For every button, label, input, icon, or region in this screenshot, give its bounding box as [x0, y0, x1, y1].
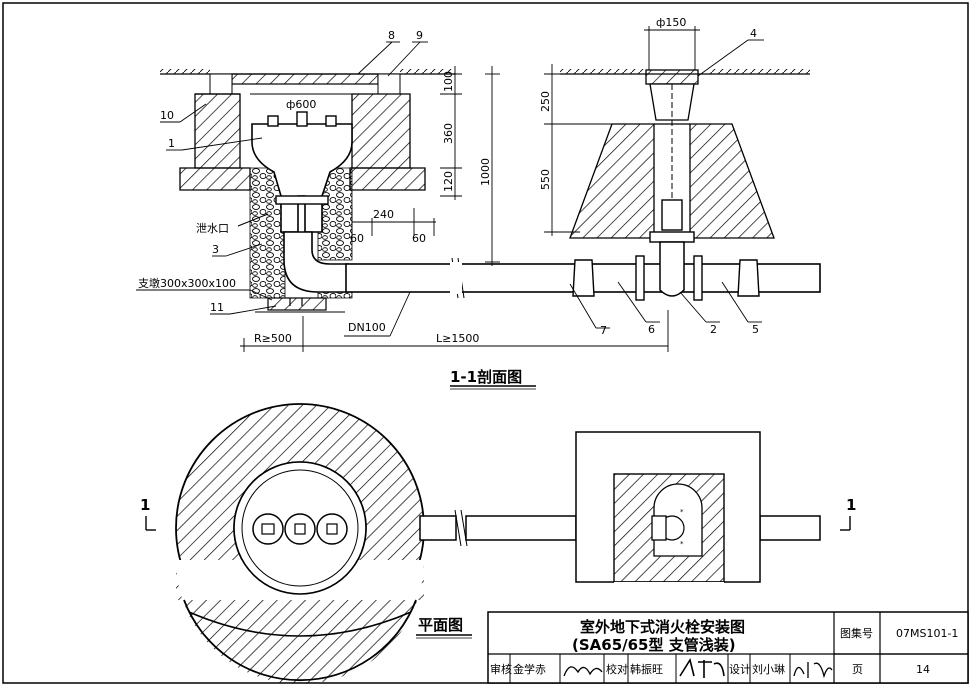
valve-box-cap — [645, 69, 699, 85]
plan-view: * * — [175, 403, 821, 684]
drawing-title-line2: (SA65/65型 支管浅装) — [572, 636, 736, 654]
page-label: 页 — [852, 663, 863, 676]
dim-h550: 550 — [539, 169, 552, 190]
dim-l1500: L≥1500 — [436, 332, 479, 345]
label-pipe: DN100 — [348, 321, 386, 334]
dim-h250: 250 — [539, 91, 552, 112]
dn100-pipe — [345, 255, 821, 301]
label-9: 9 — [416, 29, 423, 42]
dim-h360: 360 — [442, 123, 455, 144]
plan-title: 平面图 — [418, 616, 463, 634]
section-cut-marks — [145, 516, 851, 531]
label-2: 2 — [710, 323, 717, 336]
label-support: 支墩300x300x100 — [138, 276, 236, 290]
svg-text:*: * — [680, 508, 684, 516]
atlas-number: 07MS101-1 — [896, 627, 958, 640]
label-1: 1 — [168, 137, 175, 150]
dim-r500: R≥500 — [254, 332, 292, 345]
svg-text:*: * — [680, 540, 684, 548]
dim-d600: ф600 — [286, 98, 316, 111]
label-7: 7 — [600, 324, 607, 337]
dimension-lines — [240, 26, 700, 352]
page-number: 14 — [916, 663, 930, 676]
design-label: 设计 — [729, 663, 751, 676]
designer-signature — [793, 662, 833, 679]
support-pier — [267, 297, 327, 311]
label-drain: 泄水口 — [196, 222, 229, 235]
leader-lines — [136, 39, 764, 337]
dim-d150: ф150 — [656, 16, 686, 29]
review-label: 审核 — [490, 662, 512, 676]
well-wall-left — [194, 93, 241, 169]
label-10: 10 — [160, 109, 174, 122]
label-5: 5 — [752, 323, 759, 336]
dim-h1000: 1000 — [479, 158, 492, 186]
well-cover — [231, 73, 379, 85]
dimension-texts: ф600 ф150 100 360 120 1000 250 550 240 6… — [254, 16, 686, 345]
dim-h120: 120 — [442, 171, 455, 192]
section-left-well — [160, 69, 455, 313]
valve-box-base — [569, 123, 655, 239]
section-valve-well — [560, 69, 810, 297]
check-label: 校对 — [606, 662, 628, 676]
callout-labels: 8 9 10 1 泄水口 3 支墩300x300x100 11 DN100 7 … — [138, 27, 759, 337]
title-block: 室外地下式消火栓安装图 (SA65/65型 支管浅装) 图集号 07MS101-… — [487, 611, 969, 684]
atlas-label: 图集号 — [840, 626, 873, 640]
dim-w240: 240 — [373, 208, 394, 221]
section-mark-left: 1 — [140, 496, 150, 514]
well-wall-right — [351, 93, 411, 169]
gate-valve — [661, 199, 683, 231]
dim-h100: 100 — [442, 71, 455, 92]
label-11: 11 — [210, 301, 224, 314]
section-title: 1-1剖面图 — [450, 368, 522, 386]
reviewer-name: 金学赤 — [513, 662, 546, 676]
label-6: 6 — [648, 323, 655, 336]
drawing-title-line1: 室外地下式消火栓安装图 — [580, 618, 745, 636]
checker-name: 韩振旺 — [630, 662, 663, 676]
dim-w60b: 60 — [412, 232, 426, 245]
section-mark-right: 1 — [846, 496, 856, 514]
reviewer-signature — [563, 666, 603, 677]
label-3: 3 — [212, 243, 219, 256]
checker-signature — [679, 657, 725, 678]
label-8: 8 — [388, 29, 395, 42]
dim-w60a: 60 — [350, 232, 364, 245]
designer-name: 刘小琳 — [752, 662, 785, 676]
label-4: 4 — [750, 27, 757, 40]
